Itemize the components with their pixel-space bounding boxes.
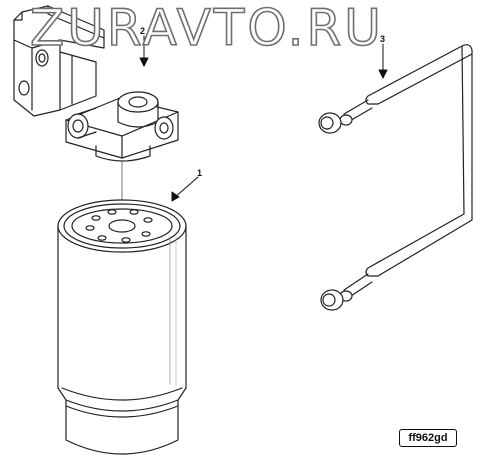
filter-wrench <box>318 44 473 311</box>
callout-leaders <box>139 35 388 202</box>
filter-head <box>13 5 179 162</box>
callout-1: 1 <box>197 168 203 178</box>
callout-2: 2 <box>140 26 146 36</box>
figure-code-label: ff962gd <box>399 429 457 447</box>
callout-3: 3 <box>380 34 386 44</box>
filter-cartridge <box>57 199 187 455</box>
